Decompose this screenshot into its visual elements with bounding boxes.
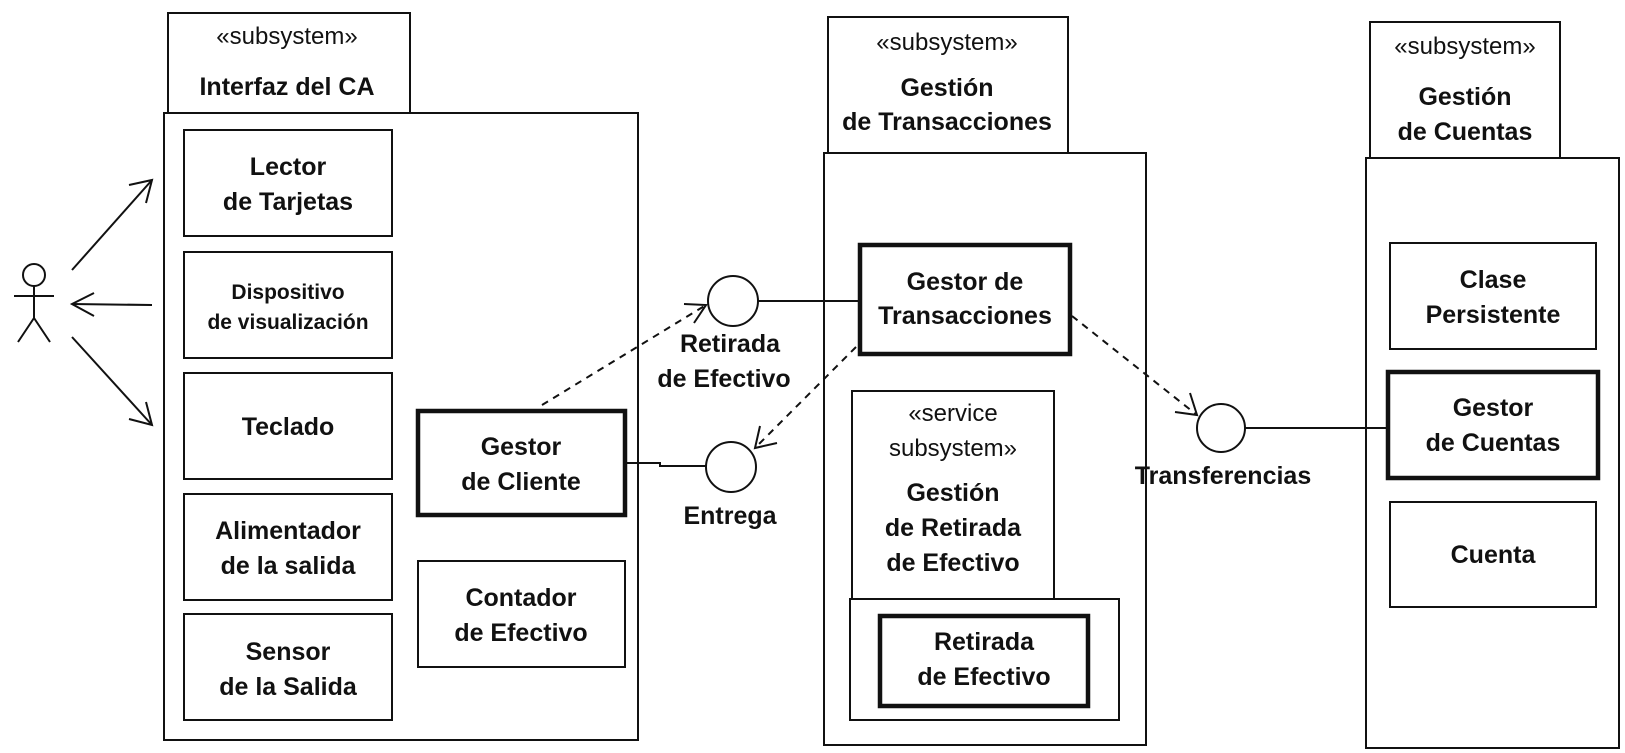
- class-label: de visualización: [207, 311, 368, 334]
- interface-retirada-de-efectivo: Retirada de Efectivo: [657, 275, 860, 393]
- class-clase-persistente: Clase Persistente: [1389, 242, 1597, 350]
- class-label: Gestor: [481, 433, 562, 461]
- subsystem-title: Gestión: [900, 74, 993, 102]
- service-title: Gestión: [906, 479, 999, 507]
- class-label: de Efectivo: [917, 663, 1050, 691]
- class-label: Contador: [465, 584, 576, 612]
- class-label: Gestor de: [907, 268, 1024, 296]
- subsystem-tab: [167, 12, 411, 114]
- class-label: Sensor: [246, 638, 331, 666]
- interface-circle: [1196, 403, 1246, 453]
- class-label: Retirada: [934, 628, 1035, 656]
- subsystem-title: Interfaz del CA: [199, 73, 374, 101]
- class-label: Persistente: [1426, 301, 1561, 329]
- class-contador-de-efectivo: Contador de Efectivo: [417, 560, 626, 668]
- class-retirada-de-efectivo: Retirada de Efectivo: [877, 613, 1091, 709]
- interface-entrega: Entrega: [625, 441, 778, 530]
- class-gestor-de-cuentas: Gestor de Cuentas: [1385, 369, 1601, 481]
- stereotype-label: «service: [908, 400, 997, 427]
- stereotype-label: «subsystem»: [216, 23, 357, 50]
- interface-circle: [707, 275, 759, 327]
- class-alimentador-de-la-salida: Alimentador de la salida: [183, 493, 393, 601]
- interface-label: Transferencias: [1135, 462, 1312, 490]
- actor-icon: [14, 263, 54, 343]
- service-tab: [851, 390, 1055, 602]
- stereotype-label: «subsystem»: [1394, 33, 1535, 60]
- actor-to-interfaz-arrow: [71, 178, 154, 271]
- class-gestor-de-cliente: Gestor de Cliente: [415, 408, 628, 518]
- class-label: de la salida: [221, 552, 357, 580]
- actor-to-interfaz-arrow-lower: [71, 336, 154, 427]
- dependency-cliente-to-retirada: [541, 303, 708, 406]
- subsystem-title: de Transacciones: [842, 108, 1052, 136]
- class-gestor-de-transacciones: Gestor de Transacciones: [857, 242, 1073, 357]
- stereotype-label: «subsystem»: [876, 29, 1017, 56]
- interface-label: Entrega: [683, 502, 777, 530]
- class-label: Teclado: [242, 413, 335, 441]
- class-label: Transacciones: [878, 302, 1052, 330]
- interfaz-to-actor-arrow: [69, 292, 153, 317]
- subsystem-title: de Cuentas: [1398, 118, 1533, 146]
- service-title: de Retirada: [885, 514, 1022, 542]
- class-label: Dispositivo: [231, 281, 344, 304]
- class-label: Gestor: [1453, 394, 1534, 422]
- class-label: de la Salida: [219, 673, 358, 701]
- service-title: de Efectivo: [886, 549, 1019, 577]
- class-label: Lector: [250, 153, 327, 181]
- class-label: Alimentador: [215, 517, 361, 545]
- class-dispositivo-de-visualizacion: Dispositivo de visualización: [183, 251, 393, 359]
- subsystem-tab: [1369, 21, 1561, 159]
- class-label: Cuenta: [1451, 541, 1537, 569]
- class-lector-de-tarjetas: Lector de Tarjetas: [183, 129, 393, 237]
- interface-label: Retirada: [680, 330, 781, 358]
- stereotype-label: subsystem»: [889, 435, 1017, 462]
- interface-circle: [705, 441, 757, 493]
- class-label: de Cuentas: [1426, 429, 1561, 457]
- subsystem-tab: [827, 16, 1069, 154]
- dependency-transacciones-to-transferencias: [1071, 315, 1199, 417]
- class-sensor-de-la-salida: Sensor de la Salida: [183, 613, 393, 721]
- interface-label: de Efectivo: [657, 365, 790, 393]
- realization-line: [625, 462, 707, 467]
- class-label: de Tarjetas: [223, 188, 353, 216]
- class-label: Clase: [1460, 266, 1527, 294]
- dependency-transacciones-to-entrega: [753, 346, 857, 450]
- subsystem-title: Gestión: [1418, 83, 1511, 111]
- interface-transferencias: Transferencias: [1135, 403, 1388, 490]
- class-teclado: Teclado: [183, 372, 393, 480]
- class-cuenta: Cuenta: [1389, 501, 1597, 608]
- class-label: de Cliente: [461, 468, 581, 496]
- class-label: de Efectivo: [454, 619, 587, 647]
